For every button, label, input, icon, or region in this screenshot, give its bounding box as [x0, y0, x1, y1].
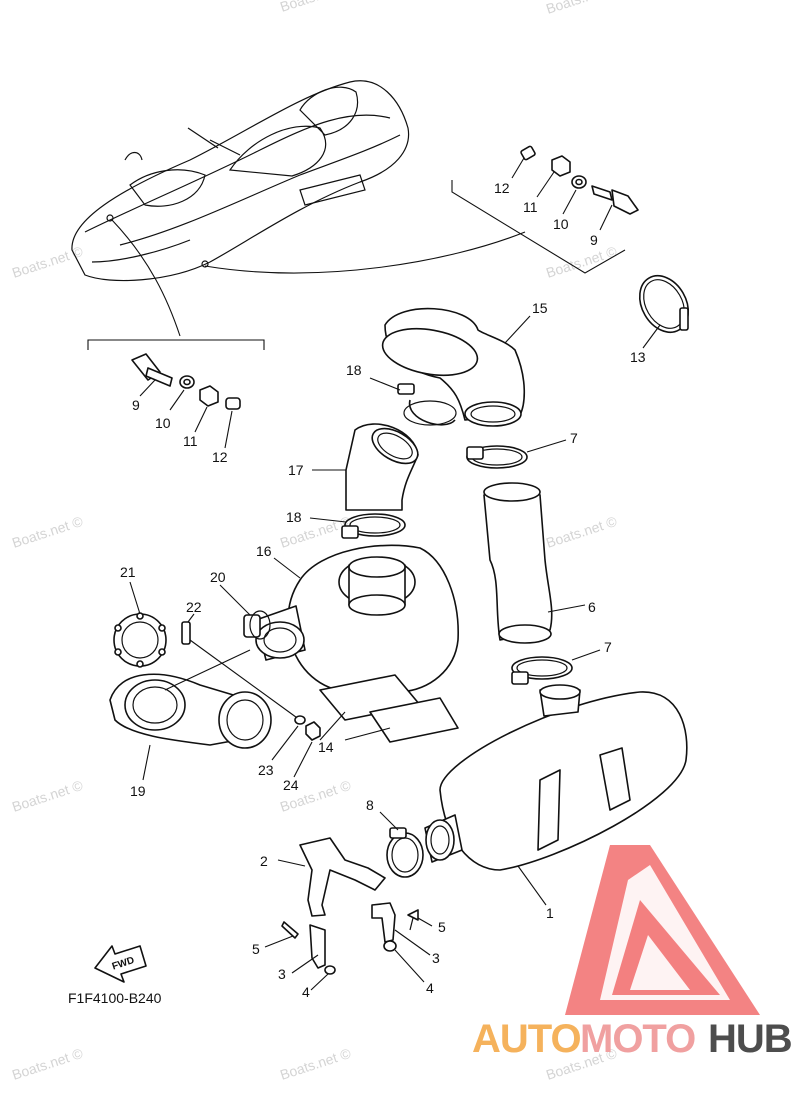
bracket-line: [451, 180, 626, 274]
bracket-line: [87, 339, 265, 350]
clamp-18-upper: [369, 377, 457, 426]
callout-12: 12: [212, 449, 228, 465]
stud-22: [181, 613, 195, 645]
callout-11: 11: [523, 199, 538, 215]
chamber-16: [255, 544, 459, 693]
callout-6: 6: [588, 599, 596, 615]
clamp-13: [638, 274, 690, 349]
leader-line: [204, 231, 526, 274]
muffler-1: [424, 684, 688, 906]
fasteners-right: [371, 902, 433, 983]
callout-8: 8: [366, 797, 374, 813]
callout-2: 2: [260, 853, 268, 869]
leader-lines-top: [511, 157, 613, 231]
callout-13: 13: [630, 349, 646, 365]
outlet-19: [109, 639, 301, 781]
fitting-group-right: [520, 145, 639, 215]
washer-nut-23-24: [271, 715, 321, 778]
callout-5: 5: [252, 941, 260, 957]
callout-24: 24: [283, 777, 299, 793]
callout-15: 15: [532, 300, 548, 316]
callout-19: 19: [130, 783, 146, 799]
callout-9: 9: [590, 232, 598, 248]
callout-4: 4: [302, 984, 310, 1000]
watermark: Boats.net ©: [10, 1045, 85, 1083]
callout-18: 18: [286, 509, 302, 525]
callout-11: 11: [183, 433, 198, 449]
watermark: Boats.net ©: [544, 243, 619, 281]
pads-14: [319, 674, 459, 743]
callout-3: 3: [278, 966, 286, 982]
elbow-hose-15: [381, 307, 531, 427]
callout-labels: 12 11 10 9 13 15 18 9 10 11 12 7 17 18 1…: [120, 180, 646, 1000]
clamp-7-upper: [466, 439, 567, 469]
watermark: Boats.net ©: [278, 1045, 353, 1083]
callout-14: 14: [318, 739, 334, 755]
diagram-code: F1F4100-B240: [68, 990, 162, 1006]
callout-3: 3: [432, 950, 440, 966]
callout-10: 10: [553, 216, 569, 232]
hose-6: [483, 482, 586, 644]
watermark: Boats.net ©: [278, 0, 353, 15]
logo-auto: AUTO: [472, 1017, 581, 1061]
callout-1: 1: [546, 905, 554, 921]
fitting-group-left: [131, 353, 241, 449]
logo-moto: MOTO: [580, 1017, 695, 1061]
callout-22: 22: [186, 599, 202, 615]
fasteners-left: [264, 921, 336, 991]
automotohub-logo: AUTO MOTO HUB: [472, 845, 793, 1061]
clamp-18-lower: [309, 513, 406, 539]
clamp-20: [219, 584, 271, 640]
callout-10: 10: [155, 415, 171, 431]
callout-20: 20: [210, 569, 226, 585]
watercraft-outline: [71, 80, 410, 282]
strap-2: [277, 837, 386, 917]
clamp-8: [379, 811, 424, 878]
callout-16: 16: [256, 543, 272, 559]
callout-23: 23: [258, 762, 274, 778]
callout-5: 5: [438, 919, 446, 935]
watermark: Boats.net ©: [544, 513, 619, 551]
leader-line: [111, 219, 181, 337]
watermark: Boats.net ©: [10, 777, 85, 815]
clamp-7-lower: [511, 649, 601, 685]
watermark: Boats.net ©: [10, 243, 85, 281]
fwd-arrow-icon: FWD: [94, 945, 147, 983]
logo-hub: HUB: [708, 1017, 792, 1061]
flange-ring-21: [113, 581, 167, 668]
callout-17: 17: [288, 462, 304, 478]
callout-21: 21: [120, 564, 136, 580]
callout-12: 12: [494, 180, 510, 196]
callout-7: 7: [570, 430, 578, 446]
watermark: Boats.net ©: [10, 513, 85, 551]
callout-18: 18: [346, 362, 362, 378]
callout-4: 4: [426, 980, 434, 996]
elbow-17: [312, 423, 419, 511]
callout-9: 9: [132, 397, 140, 413]
callout-7: 7: [604, 639, 612, 655]
watermark: Boats.net ©: [544, 0, 619, 17]
